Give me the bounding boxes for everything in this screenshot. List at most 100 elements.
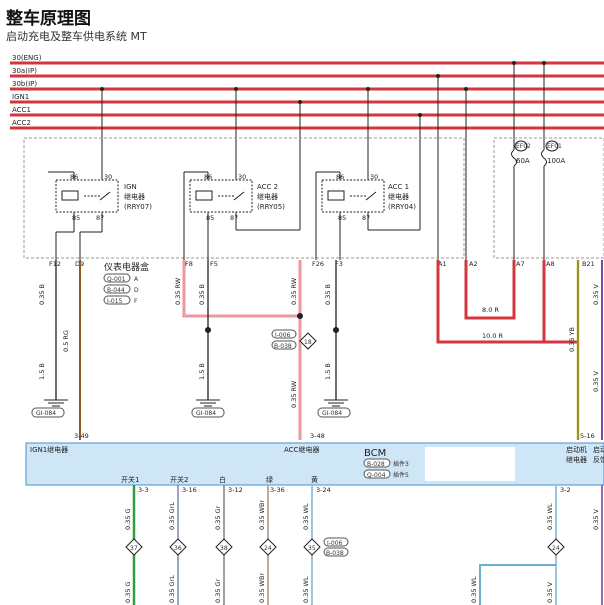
tap-dot <box>542 61 546 65</box>
wire-label: 8.0 R <box>482 306 499 314</box>
wire-label: 0.35 RW <box>290 380 298 408</box>
wire-labels: 0.35 B 0.5 RG 1.5 B 0.35 RW 0.35 B 0.35 … <box>38 277 600 408</box>
splice-18-conn1 <box>271 329 297 339</box>
pin-f12: F12 <box>49 260 61 268</box>
fusebox-conn2-pin: D <box>134 287 139 294</box>
fuse-ef02: EF02 60A <box>511 140 531 260</box>
pin-3-12: 3-12 <box>228 486 243 494</box>
bcm-start-label1: 启动机 <box>566 445 587 454</box>
pin-b21: B21 <box>582 260 595 268</box>
relay-ign-pin85: 85 <box>72 214 80 222</box>
splice-dot <box>297 313 303 319</box>
tap-dot <box>512 61 516 65</box>
diamond-24-right <box>547 538 565 556</box>
bcm-conn2-code: Q-004 <box>367 472 386 479</box>
relay-ign-pin87: 87 <box>96 214 104 222</box>
switch-label-3: 白 <box>219 475 226 484</box>
relay-acc1: 86 30 85 87 ACC 1 继电器 (RRY04) <box>321 172 416 222</box>
wire-label: 1.5 B <box>38 363 46 380</box>
power-buses: 30(ENG) 30a(IP) 30b(IP) IGN1 ACC1 ACC2 <box>10 54 604 130</box>
splice-18-conn2 <box>271 340 297 350</box>
pin-3-36: 3-36 <box>270 486 285 494</box>
pin-a8: A8 <box>546 260 555 268</box>
relay-acc1-pin85: 85 <box>338 214 346 222</box>
relay-acc1-code: (RRY04) <box>388 203 416 211</box>
diagram-subtitle: 启动充电及整车供电系统 MT <box>6 29 147 43</box>
bcm-right2: 反馈 <box>593 455 604 464</box>
bcm-acc-label: ACC继电器 <box>284 445 319 454</box>
relay-acc2-pin86: 86 <box>204 173 212 181</box>
pin-a2: A2 <box>469 260 478 268</box>
wire-label: 0.35 YB <box>568 327 576 352</box>
diamond-38-number: 38 <box>220 545 228 552</box>
splice-18-conn2-code: B-038 <box>274 343 292 350</box>
splice-35-conn1 <box>323 537 349 547</box>
bus-tap-dots <box>100 61 546 117</box>
relay-acc2-pin30: 30 <box>238 173 246 181</box>
switch-label-4: 绿 <box>266 475 273 484</box>
relay-acc1-coil <box>327 190 345 201</box>
relay-acc2-desc: 继电器 <box>257 192 278 201</box>
bus-label-acc2: ACC2 <box>12 119 31 127</box>
fuse-ef02-badge <box>514 140 528 152</box>
relay-ign-coil <box>61 190 79 201</box>
diamond-24-number: 24 <box>264 545 272 552</box>
wire-label: 0.35 G <box>124 508 132 530</box>
pin-f8: F8 <box>185 260 193 268</box>
wire-label: 0.35 WL <box>546 503 554 530</box>
wire-label: 0.35 RW <box>174 277 182 305</box>
fusebox-conn1-code: Q-001 <box>107 276 126 283</box>
relay-ign-code: (RRY07) <box>124 203 152 211</box>
bcm-conn2-badge <box>363 469 391 479</box>
wire-label: 0.35 WBr <box>258 573 266 603</box>
ground-3-code: GI-084 <box>322 410 342 417</box>
wire-label: 0.35 G <box>124 581 132 603</box>
bcm-blank-area <box>425 447 515 481</box>
ground-1-code: GI-084 <box>36 410 56 417</box>
wire-label: 0.35 GrL <box>168 502 176 530</box>
diamond-24-right-number: 24 <box>552 545 560 552</box>
bcm-conn1-badge <box>363 458 391 468</box>
pin-5-16: 5-16 <box>580 432 595 440</box>
bus-taps <box>101 63 545 260</box>
lower-wires <box>55 260 603 440</box>
relay-ign-desc: 继电器 <box>124 192 145 201</box>
bcm-module: IGN1继电器 ACC继电器 BCM B-028 插件3 Q-004 插件5 启… <box>25 442 604 486</box>
bus-label-30b: 30b(IP) <box>12 80 37 88</box>
wire-label: 0.35 V <box>592 283 600 305</box>
tap-dot <box>436 74 440 78</box>
bcm-diamonds: 37 36 38 24 35 24 <box>125 538 565 556</box>
wire-label: 0.35 WBr <box>258 500 266 530</box>
fusebox-conn2-code: B-044 <box>107 287 125 294</box>
fusebox-conn3-code: I-015 <box>107 298 123 305</box>
wire-label: 0.35 V <box>546 581 554 603</box>
fuse-ef02-rating: 60A <box>516 157 530 165</box>
ground-2: GI-084 <box>191 399 225 418</box>
tap-dot <box>100 87 104 91</box>
bcm-switch-labels: 开关1 开关2 白 绿 黄 <box>121 475 318 484</box>
relay-acc1-pin30: 30 <box>370 173 378 181</box>
splice-dot <box>333 327 339 333</box>
diamond-35 <box>303 538 321 556</box>
switch-label-2: 开关2 <box>170 475 188 484</box>
tap-dot <box>366 87 370 91</box>
wire-label: 1.5 B <box>324 363 332 380</box>
wire-label: 0.35 V <box>592 370 600 392</box>
ground-badge <box>317 407 351 418</box>
fusebox-name: 仪表电器盒 <box>104 261 149 273</box>
fusebox-outline <box>23 137 465 259</box>
wire-label: 0.35 WL <box>302 576 310 603</box>
pin-3-49: 3-49 <box>74 432 89 440</box>
splice-35-conn2-code: B-038 <box>326 550 344 557</box>
relay-acc1-pin86: 86 <box>336 173 344 181</box>
relay-acc1-desc: 继电器 <box>388 192 409 201</box>
bcm-start-label2: 继电器 <box>566 455 587 464</box>
bcm-ign-label: IGN1继电器 <box>30 445 68 454</box>
pin-a7: A7 <box>516 260 525 268</box>
switch-label-1: 开关1 <box>121 475 139 484</box>
relay-acc2-coil <box>195 190 213 201</box>
splice-18-diamond <box>299 332 317 350</box>
fuse-ef02-code: EF02 <box>516 143 531 150</box>
splice-dot <box>205 327 211 333</box>
bcm-output-pins: 3-3 3-16 3-12 3-36 3-24 3-2 <box>138 486 571 494</box>
